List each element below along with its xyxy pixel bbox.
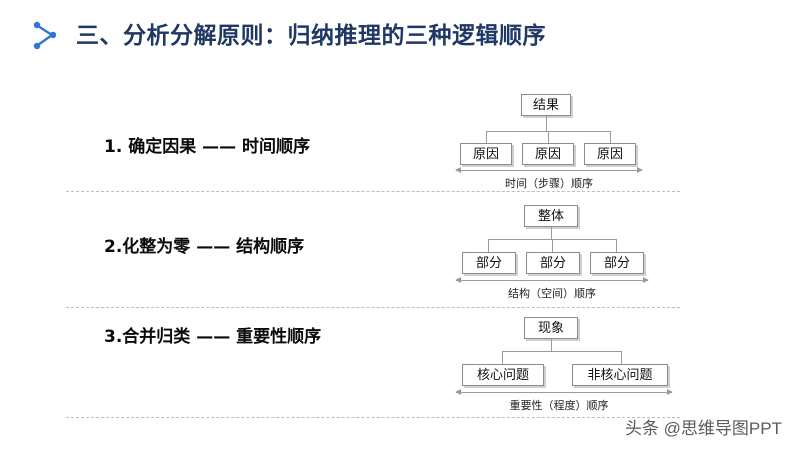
row-divider — [66, 417, 680, 418]
connector — [486, 131, 487, 143]
diagram-top-node: 现象 — [524, 317, 578, 339]
connector — [546, 116, 547, 131]
diagram-child-node: 部分 — [590, 252, 644, 274]
diagram-child-node: 部分 — [462, 252, 516, 274]
diagram-child-node: 原因 — [460, 143, 512, 165]
diagram-child-node: 原因 — [522, 143, 574, 165]
connector — [551, 227, 552, 239]
connector — [488, 239, 489, 252]
row-label-causality: 1. 确定因果 —— 时间顺序 — [104, 137, 311, 157]
diagram-caption: 结构（空间）顺序 — [508, 287, 596, 300]
row-divider — [66, 307, 680, 308]
row-divider — [66, 191, 680, 192]
connector — [502, 351, 503, 364]
connector — [502, 351, 622, 352]
double-arrow-line — [455, 389, 673, 395]
diagram-child-node: 非核心问题 — [572, 364, 668, 386]
row-label-structure: 2.化整为零 —— 结构顺序 — [104, 237, 305, 257]
diagram-child-node: 部分 — [526, 252, 580, 274]
connector — [552, 239, 553, 252]
connector — [551, 339, 552, 351]
diagram-child-node: 原因 — [584, 143, 636, 165]
watermark: 头条 @思维导图PPT — [624, 419, 782, 438]
diagram-caption: 时间（步骤）顺序 — [505, 177, 593, 190]
connector — [610, 131, 611, 143]
row-label-importance: 3.合并归类 —— 重要性顺序 — [104, 327, 322, 347]
double-arrow-line — [455, 277, 649, 283]
connector — [621, 351, 622, 364]
diagram-caption: 重要性（程度）顺序 — [509, 399, 609, 412]
diagram-top-node: 整体 — [524, 205, 578, 227]
connector — [548, 131, 549, 143]
connector — [616, 239, 617, 252]
diagram-top-node: 结果 — [521, 94, 571, 116]
page-title: 三、分析分解原则：归纳推理的三种逻辑顺序 — [76, 23, 546, 49]
diagram-child-node: 核心问题 — [462, 364, 544, 386]
double-arrow-line — [455, 167, 643, 173]
connected-nodes-icon — [33, 21, 57, 50]
